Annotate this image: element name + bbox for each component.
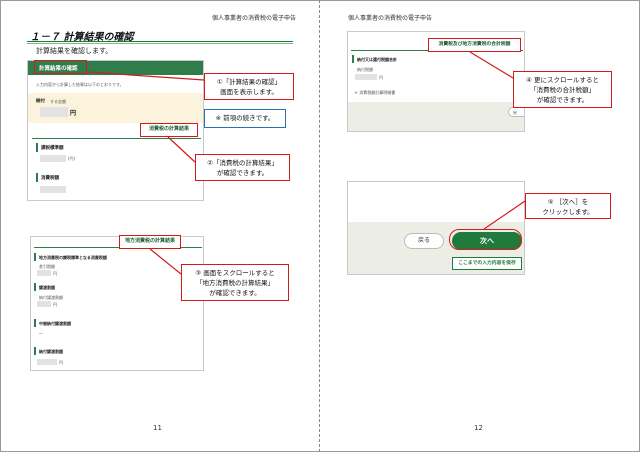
callout-5-line2: クリックします。	[542, 208, 594, 216]
right-page-header: 個人事業者の消費税の電子申告	[348, 15, 433, 22]
row-marker	[34, 253, 36, 261]
callout-3-line3: が確認できます。	[209, 289, 261, 297]
left-page-number: 11	[153, 424, 162, 432]
row1-label: 地方消費税の課税標準となる消費税額	[39, 255, 107, 260]
row1-label: 課税標準額	[41, 146, 64, 151]
row2-label: 消費税額	[41, 176, 59, 181]
row4-unit: 円	[59, 360, 63, 365]
total-unit: 円	[379, 75, 383, 80]
back-button-partial[interactable]: 戻	[508, 107, 524, 117]
row1-unit: (円)	[68, 156, 76, 161]
highlight-calc-title	[34, 60, 87, 74]
nofu-amount-box	[40, 107, 68, 117]
tag-label: 地方消費税の計算結果	[124, 238, 175, 244]
next-button[interactable]: 次へ	[452, 232, 522, 250]
callout-1-line1: ①「計算結果の確認」	[216, 78, 282, 86]
row2-value-box	[40, 186, 66, 193]
tag-label: 消費税の計算結果	[148, 126, 189, 132]
total-row-label: 納付又は還付税額合計	[357, 57, 397, 62]
section-description: 計算結果を確認します。	[36, 47, 113, 55]
total-value-box	[355, 74, 377, 80]
back-button[interactable]: 戻る	[404, 233, 444, 249]
row1-sub: 差引税額	[39, 264, 55, 269]
row-marker	[352, 55, 354, 63]
intro-text: 入力内容から計算した結果は以下のとおりです。	[36, 82, 124, 87]
row2-label: 譲渡割額	[39, 285, 55, 290]
row1-unit: 円	[53, 271, 57, 276]
section-rule-light	[27, 43, 293, 44]
page-divider	[319, 0, 320, 452]
nofu-yen: 円	[70, 110, 77, 117]
highlight-next-button	[449, 229, 522, 250]
row-marker	[34, 347, 36, 355]
nofu-sub: する金額	[50, 99, 66, 104]
row4-label: 納付譲渡割額	[39, 349, 63, 354]
section-rule	[27, 41, 293, 42]
callout-3: ③ 画面をスクロールすると 「地方消費税の計算結果」 が確認できます。	[181, 264, 289, 301]
save-progress-button[interactable]: ここまでの入力内容を保存	[452, 257, 522, 270]
row-marker	[34, 283, 36, 291]
callout-3-line2: 「地方消費税の計算結果」	[196, 279, 274, 287]
total-row-sub: 納付税額	[357, 67, 373, 72]
section-line	[32, 138, 201, 139]
callout-5: ⑤ ［次へ］を クリックします。	[525, 193, 611, 219]
row2-sub: 納付譲渡割額	[39, 295, 63, 300]
callout-1: ①「計算結果の確認」 画面を表示します。	[204, 73, 294, 100]
screenshot-local-tax: 地方消費税の課税標準となる消費税額 差引税額 円 譲渡割額 納付譲渡割額 円 中…	[30, 236, 204, 371]
callout-2-line2: が確認できます。	[216, 169, 269, 177]
row1-value-box	[40, 155, 66, 162]
callout-3-line1: ③ 画面をスクロールすると	[195, 269, 275, 277]
nofu-label: 納付	[36, 99, 45, 104]
tag-label: 消費税及び地方消費税の合計税額	[438, 42, 511, 47]
row4-value-box	[37, 359, 57, 365]
right-page-number: 12	[474, 424, 483, 432]
row-marker	[36, 173, 38, 182]
back-button-partial-label: 戻	[513, 110, 517, 115]
row1-value-box	[37, 270, 51, 276]
tag-total-tax: 消費税及び地方消費税の合計税額	[428, 38, 521, 52]
section-title: １－７ 計算結果の確認	[30, 32, 134, 43]
row-marker	[34, 319, 36, 327]
callout-4-line3: が確認できます。	[536, 96, 589, 104]
detail-note: ＊ 消費税額計算明細書	[354, 90, 396, 95]
row2-value-box	[37, 301, 51, 307]
row3-label: 中間納付譲渡割額	[39, 321, 71, 326]
row-marker	[36, 143, 38, 152]
callout-4-line1: ④ 更にスクロールすると	[526, 76, 599, 84]
callout-4: ④ 更にスクロールすると 「消費税の合計税額」 が確認できます。	[513, 71, 612, 108]
callout-1-line2: 画面を表示します。	[220, 88, 278, 96]
tag-consumption-tax-result: 消費税の計算結果	[140, 123, 198, 137]
screenshot-navigation: 戻る 次へ ここまでの入力内容を保存	[347, 181, 525, 275]
callout-5-line1: ⑤ ［次へ］を	[547, 198, 589, 206]
callout-2: ②「消費税の計算結果」 が確認できます。	[195, 154, 290, 181]
continuation-note: ※ 前項の続きです。	[204, 109, 286, 128]
row3-value: ―	[39, 331, 43, 336]
row2-unit: 円	[53, 302, 57, 307]
callout-2-line1: ②「消費税の計算結果」	[207, 159, 278, 167]
calc-result-title: 計算結果の確認	[39, 66, 78, 72]
section-line	[34, 247, 202, 248]
tag-local-tax-result: 地方消費税の計算結果	[119, 235, 181, 249]
callout-4-line2: 「消費税の合計税額」	[530, 86, 595, 94]
left-page-header: 個人事業者の消費税の電子申告	[212, 15, 297, 22]
bottom-area	[348, 102, 524, 131]
